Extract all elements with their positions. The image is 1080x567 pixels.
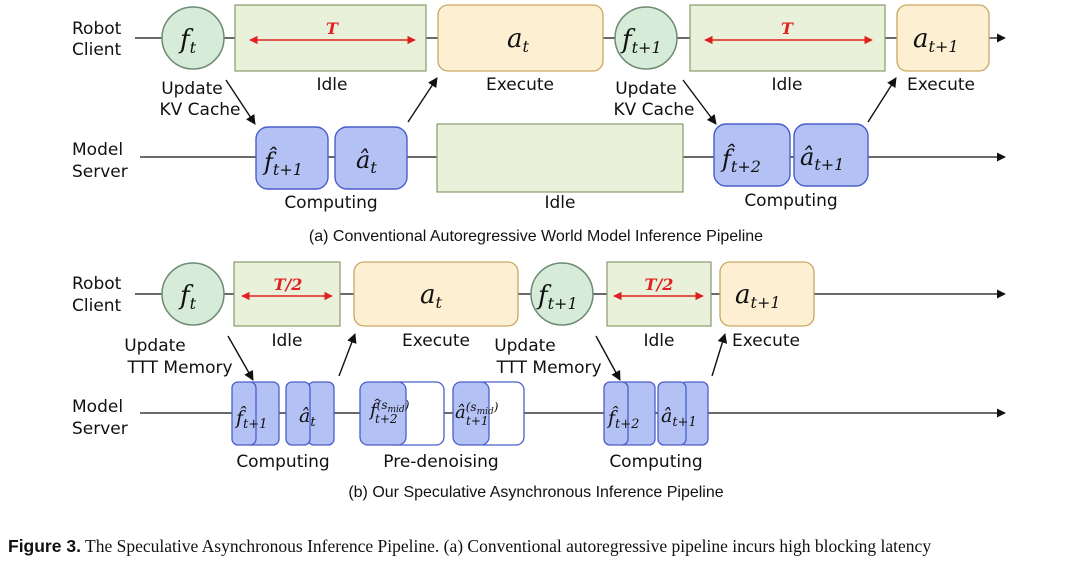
action-box-b1 (353, 261, 519, 327)
computing-label-2: Computing (744, 191, 837, 211)
robot-label-line2: Client (72, 40, 122, 60)
panel-b-caption: (b) Our Speculative Asynchronous Inferen… (348, 484, 723, 501)
idle-label-b1: Idle (272, 331, 303, 351)
update-label-2-line1: Update (615, 79, 677, 99)
execute-arrow-2 (867, 77, 897, 123)
robot-label-b-line2: Client (72, 296, 122, 316)
panel-a-caption: (a) Conventional Autoregressive World Mo… (309, 228, 763, 245)
pred-action-box-b1-back (307, 381, 335, 446)
figure-caption-text: The Speculative Asynchronous Inference P… (85, 536, 932, 556)
update-label-1-line1: Update (161, 79, 223, 99)
timing-label-b1: T/2 (274, 275, 303, 294)
frame-circle-b2 (530, 262, 594, 326)
computing-label-1: Computing (284, 193, 377, 213)
pred-frame-box-b2 (603, 381, 629, 446)
pred-frame-box-1 (255, 126, 329, 190)
idle-label-b2: Idle (644, 331, 675, 351)
update-arrow-1 (225, 79, 256, 125)
pred-action-box-2 (793, 123, 869, 187)
pred-action-box-b2 (657, 381, 687, 446)
idle-label-1: Idle (317, 75, 348, 95)
update-arrow-2 (682, 79, 717, 125)
update-label-1-line2: KV Cache (159, 100, 240, 120)
figure-caption: Figure 3. The Speculative Asynchronous I… (8, 536, 1078, 557)
panel-b: Robot Client Model Server ft ft+1 T/2 Id… (72, 261, 1006, 501)
update-label-b1-line2: TTT Memory (126, 358, 232, 378)
idle-box-b2 (606, 261, 712, 327)
idle-label-2: Idle (772, 75, 803, 95)
update-label-b2-line2: TTT Memory (495, 358, 601, 378)
robot-label-line1: Robot (72, 19, 122, 39)
idle-box-1 (234, 4, 427, 72)
server-label-line2: Server (72, 162, 128, 182)
idle-box-2 (689, 4, 886, 72)
action-box-2 (896, 4, 990, 72)
action-box-b2 (719, 261, 815, 327)
frame-circle-1 (161, 6, 225, 70)
predenoise-label: Pre-denoising (383, 452, 498, 472)
update-label-b2-line1: Update (494, 336, 556, 356)
robot-label-b-line1: Robot (72, 274, 122, 294)
execute-label-b2: Execute (732, 331, 800, 351)
pred-action-box-b1 (285, 381, 311, 446)
computing-label-b1: Computing (236, 452, 329, 472)
server-idle-box (436, 123, 684, 193)
update-label-b1-line1: Update (124, 336, 186, 356)
pipeline-diagram: Robot Client Model Server ft ft+1 T Idle… (72, 4, 1006, 501)
pred-frame-box-2 (713, 123, 791, 187)
server-label-line1: Model (72, 140, 123, 160)
predenoise-frame-box (359, 381, 407, 446)
timing-label-1: T (326, 19, 339, 38)
figure-caption-label: Figure 3. (8, 536, 81, 556)
pred-action-box-1 (334, 126, 408, 190)
action-box-1 (437, 4, 604, 72)
execute-label-b1: Execute (402, 331, 470, 351)
panel-a: Robot Client Model Server ft ft+1 T Idle… (72, 4, 1006, 245)
frame-circle-b1 (161, 262, 225, 326)
server-idle-label: Idle (545, 193, 576, 213)
execute-arrow-1 (407, 77, 438, 123)
execute-label-2: Execute (907, 75, 975, 95)
execute-arrow-b1 (338, 333, 357, 377)
execute-label-1: Execute (486, 75, 554, 95)
update-arrow-b2 (595, 335, 621, 381)
predenoise-action-box (452, 381, 490, 446)
update-label-2-line2: KV Cache (613, 100, 694, 120)
frame-circle-2 (614, 6, 678, 70)
execute-arrow-b2 (711, 333, 728, 377)
timing-label-2: T (781, 19, 794, 38)
server-label-b-line2: Server (72, 419, 128, 439)
update-arrow-b1 (227, 335, 254, 381)
pred-frame-box-b1 (231, 381, 257, 446)
computing-label-b2: Computing (609, 452, 702, 472)
idle-box-b1 (233, 261, 341, 327)
timing-label-b2: T/2 (645, 275, 674, 294)
server-label-b-line1: Model (72, 397, 123, 417)
